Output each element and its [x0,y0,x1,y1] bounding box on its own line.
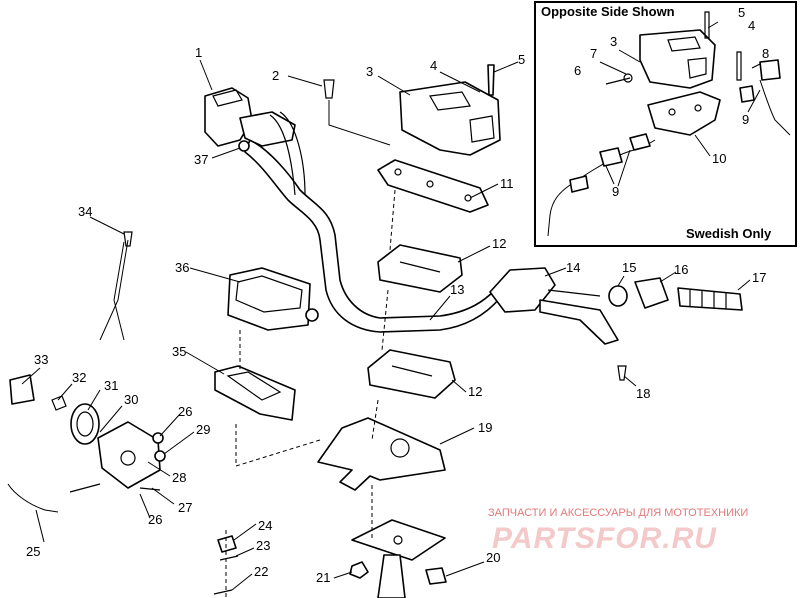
callout-labels: 1 2 3 4 5 37 11 34 12 36 14 15 16 17 13 … [26,45,766,585]
callout-5: 5 [518,52,525,67]
inset-callout: 8 [762,46,769,61]
callout-15: 15 [622,260,636,275]
inset-callout: 4 [748,18,755,33]
alignment-lines [225,189,396,598]
callout-16: 16 [674,262,688,277]
inset-note: Swedish Only [686,226,772,241]
callout-4: 4 [430,58,437,73]
inset-callout: 7 [590,46,597,61]
throttle-assembly [489,267,743,381]
callout-26-upper: 26 [178,404,192,419]
mounting-plate-19 [317,417,446,491]
callout-20: 20 [486,550,500,565]
callout-34: 34 [78,204,92,219]
inset-bracket [647,91,721,136]
callout-33: 33 [34,352,48,367]
callout-24: 24 [258,518,272,533]
inset-switch-housing [639,29,716,89]
callout-12-upper: 12 [492,236,506,251]
callout-27: 27 [178,500,192,515]
gauge-cover-35 [214,365,296,421]
callout-32: 32 [72,370,86,385]
switch-housing [399,81,501,156]
callout-11: 11 [500,176,514,191]
callout-3: 3 [366,64,373,79]
callout-12-lower: 12 [468,384,482,399]
callout-29: 29 [196,422,210,437]
callout-28: 28 [172,470,186,485]
callout-23: 23 [256,538,270,553]
steering-column-plate [349,519,447,598]
callout-1: 1 [195,45,202,60]
callout-13: 13 [450,282,464,297]
callout-25: 25 [26,544,40,559]
switch-assembly [323,64,501,156]
callout-36: 36 [175,260,189,275]
callout-2: 2 [272,68,279,83]
callout-14: 14 [566,260,580,275]
callout-21: 21 [316,570,330,585]
inset-callout: 9 [612,184,619,199]
callout-22: 22 [254,564,268,579]
inset-callout: 9 [742,112,749,127]
gauge-36 [227,267,319,331]
lower-left-parts [7,231,166,513]
inset-callout: 3 [610,34,617,49]
left-control-housing [204,87,306,196]
watermark-brand: PARTSFOR.RU [492,522,717,555]
leader-lines [21,59,751,591]
inset-callout: 6 [574,63,581,78]
callout-37: 37 [194,152,208,167]
callout-26-lower: 26 [148,512,162,527]
upper-clamp [377,244,463,293]
lower-clamp [367,349,456,399]
mounting-plate-11 [377,159,489,213]
inset-callout: 5 [738,5,745,20]
callout-35: 35 [172,344,186,359]
callout-31: 31 [104,378,118,393]
callout-30: 30 [124,392,138,407]
watermark-subtitle: ЗАПЧАСТИ И АКСЕССУАРЫ ДЛЯ МОТОТЕХНИКИ [488,507,748,519]
callout-17: 17 [752,270,766,285]
callout-18: 18 [636,386,650,401]
small-fasteners [213,535,239,595]
inset-title: Opposite Side Shown [541,4,675,19]
inset-callout: 10 [712,151,726,166]
inset-opposite-side: Opposite Side Shown Swedish Only 5 4 3 7… [534,1,797,247]
watermark: ЗАПЧАСТИ И АКСЕССУАРЫ ДЛЯ МОТОТЕХНИКИ PA… [488,507,748,555]
callout-19: 19 [478,420,492,435]
